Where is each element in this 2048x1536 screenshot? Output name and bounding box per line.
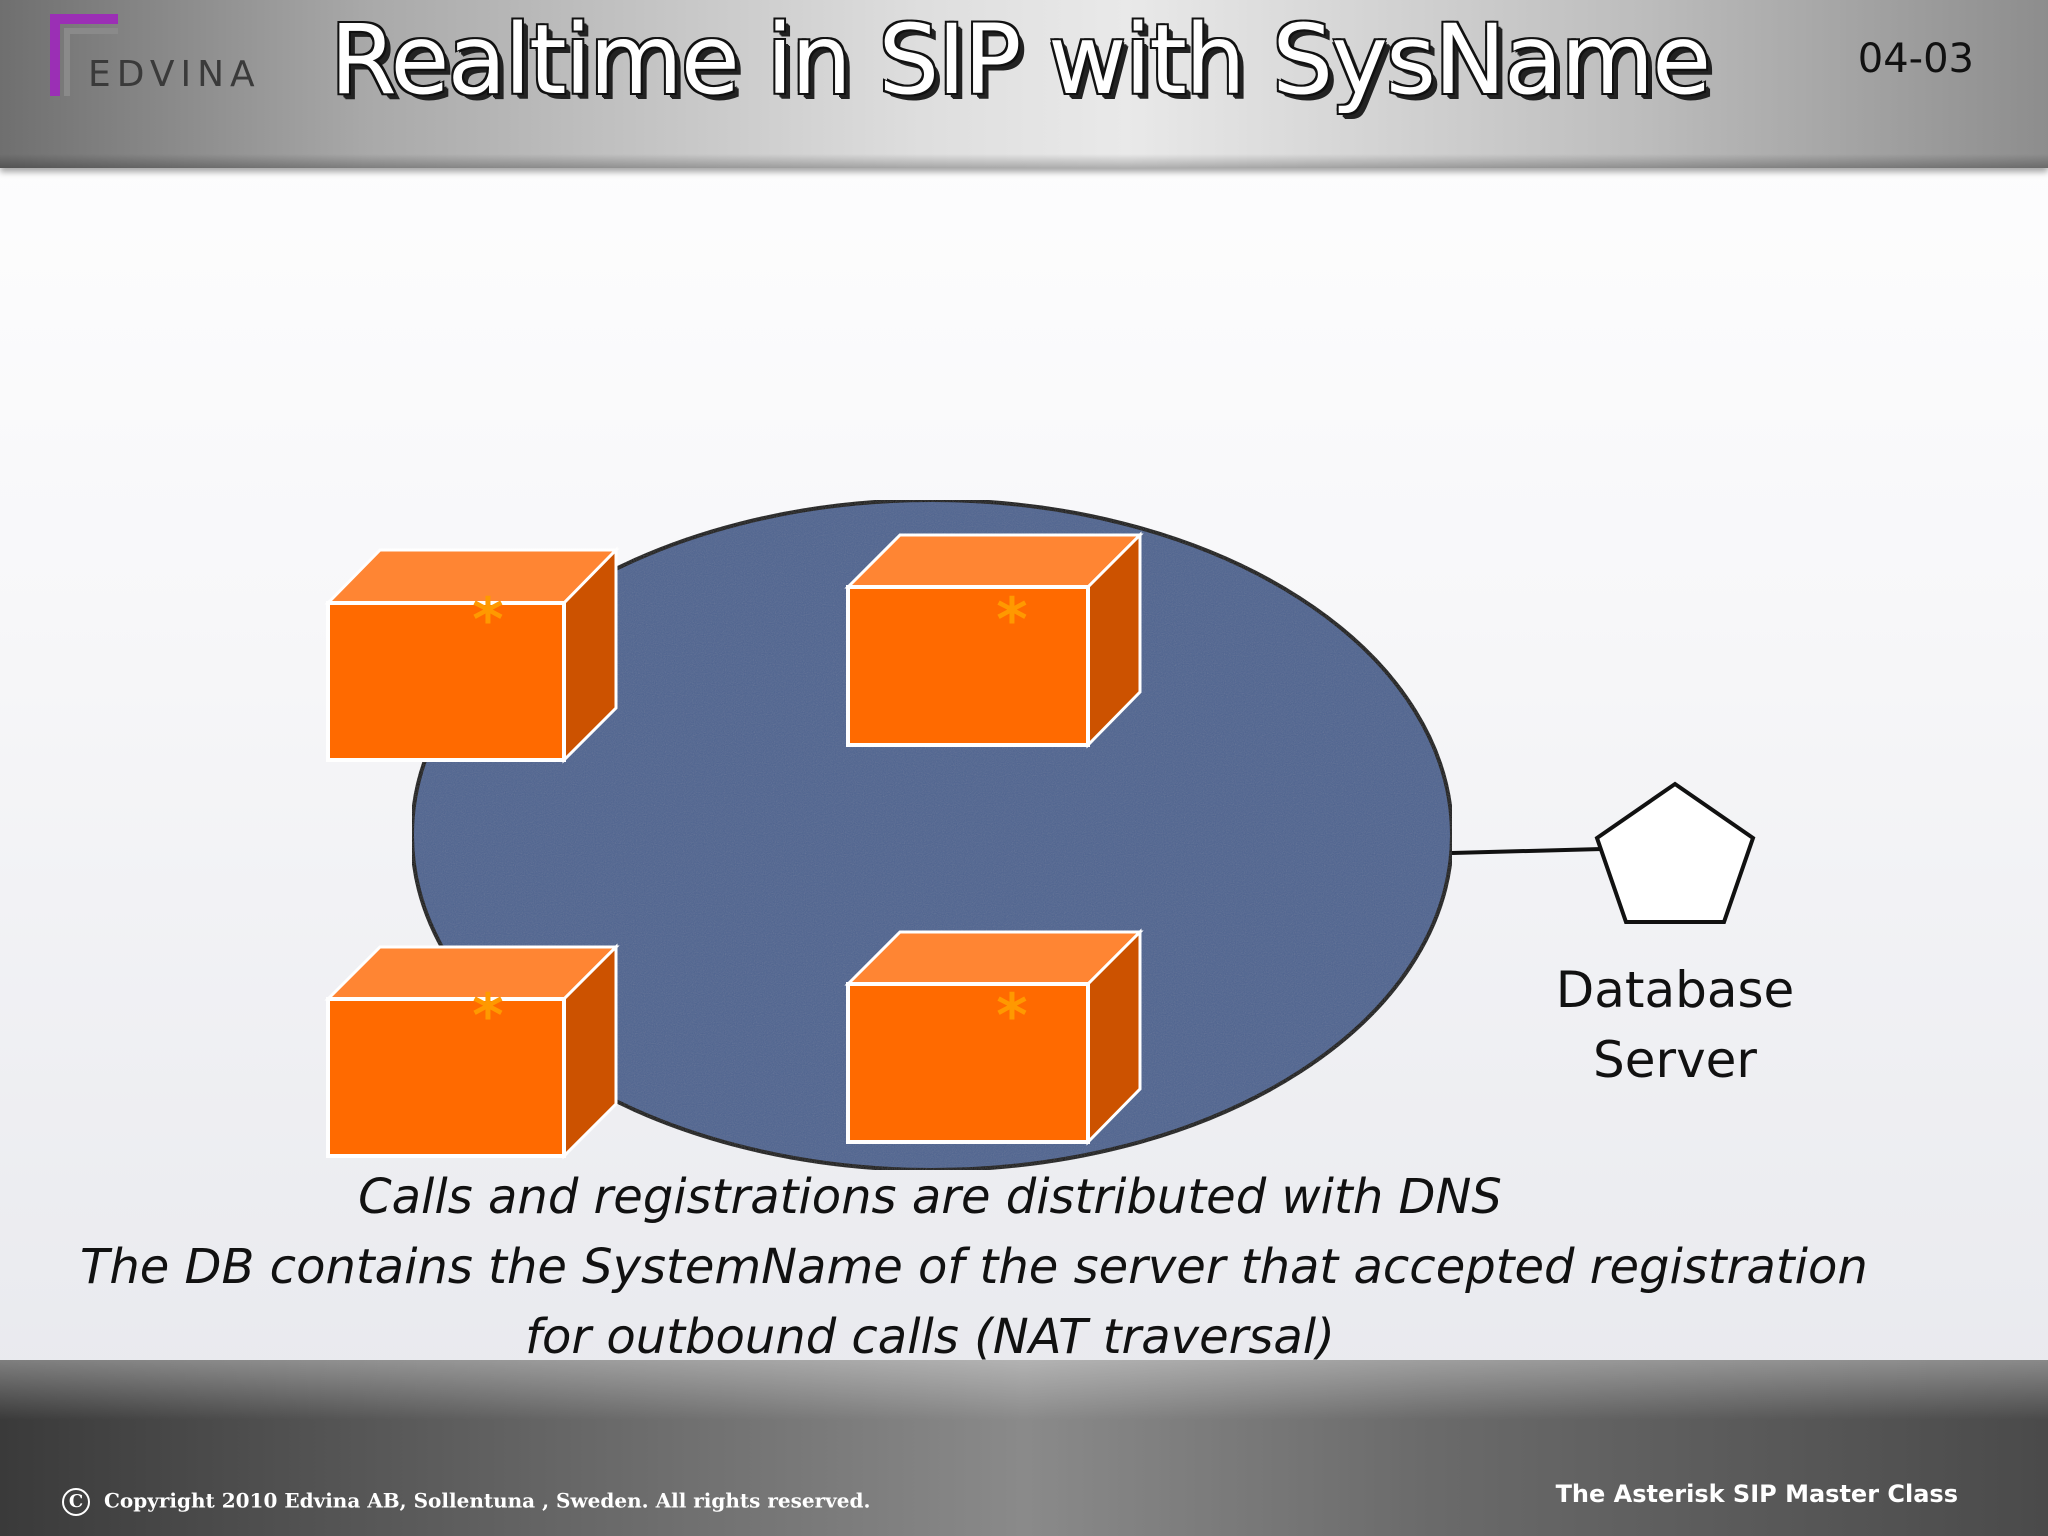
slide-footer: C Copyright 2010 Edvina AB, Sollentuna , …: [0, 1360, 2048, 1536]
asterisk-server-box-2: *: [844, 531, 1144, 749]
caption-line-1: Calls and registrations are distributed …: [358, 1169, 1502, 1225]
caption-line-3: for outbound calls (NAT traversal): [525, 1309, 1335, 1365]
asterisk-star-icon: *: [472, 981, 503, 1051]
asterisk-star-icon: *: [996, 585, 1027, 655]
logo-text: EDVINA: [88, 54, 261, 95]
asterisk-server-box-3: *: [324, 943, 620, 1160]
copyright-icon: C: [62, 1488, 90, 1516]
slide-header: EDVINA Realtime in SIP with SysName 04-0…: [0, 0, 2048, 168]
slide-title: Realtime in SIP with SysName: [330, 4, 1711, 116]
caption-line-2: The DB contains the SystemName of the se…: [80, 1239, 1868, 1295]
edvina-logo-mark-icon: [50, 14, 118, 96]
copyright-notice: C Copyright 2010 Edvina AB, Sollentuna , …: [62, 1488, 870, 1516]
copyright-text: Copyright 2010 Edvina AB, Sollentuna , S…: [104, 1488, 871, 1513]
database-server-label: Database Server: [1520, 955, 1830, 1095]
course-name: The Asterisk SIP Master Class: [1555, 1480, 1958, 1508]
asterisk-star-icon: *: [996, 981, 1027, 1051]
asterisk-server-box-1: *: [324, 546, 620, 764]
database-server-icon: [1594, 781, 1756, 924]
database-label-line-1: Database: [1555, 961, 1795, 1019]
asterisk-server-box-4: *: [844, 928, 1144, 1146]
server-cluster-cloud: [410, 498, 1454, 1172]
edvina-logo: EDVINA: [46, 10, 296, 100]
asterisk-star-icon: *: [472, 585, 503, 655]
slide-captions: Calls and registrations are distributed …: [80, 1162, 1868, 1372]
slide-number: 04-03: [1857, 36, 1974, 82]
db-connection-line: [1451, 847, 1603, 855]
database-label-line-2: Server: [1593, 1031, 1757, 1089]
